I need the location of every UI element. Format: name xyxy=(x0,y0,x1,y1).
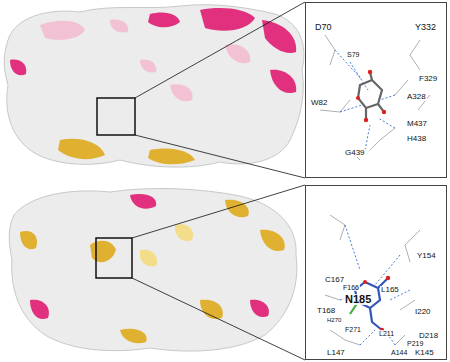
binding-site xyxy=(325,215,420,345)
residue-label: F271 xyxy=(344,326,362,333)
zoom-inset: Y154C167F166 L165N185T168H270F271 I220D218… xyxy=(305,185,447,360)
residue-label: F329 xyxy=(418,75,438,83)
residue-label: M437 xyxy=(406,120,428,128)
residue-label: C167 xyxy=(324,276,345,284)
protein-surface xyxy=(9,189,297,352)
residue-label: L147 xyxy=(326,349,346,357)
residue-label: P219 xyxy=(406,340,424,347)
residue-label: Y332 xyxy=(414,23,437,32)
residue-label: L165 xyxy=(380,286,400,294)
residue-label: F166 xyxy=(342,284,360,291)
residue-label: H270 xyxy=(326,317,342,323)
residue-label: G439 xyxy=(344,149,366,157)
binding-site xyxy=(320,35,430,160)
zoom-inset: D70 Y332S79F329A328W82M437H438G439 xyxy=(305,2,447,178)
residue-label: K145 xyxy=(414,349,435,357)
residue-label: D218 xyxy=(418,332,439,340)
residue-label: A328 xyxy=(406,93,427,101)
residue-label: W82 xyxy=(310,99,328,107)
residue-label: D70 xyxy=(314,23,333,32)
residue-label: Y154 xyxy=(416,252,437,260)
zoom-callout xyxy=(96,2,305,360)
residue-label: H438 xyxy=(406,135,427,143)
residue-label: S79 xyxy=(346,51,360,58)
residue-label: L211 xyxy=(378,330,395,337)
residue-label: A144 xyxy=(390,349,408,356)
protein-surface xyxy=(4,5,304,167)
residue-label: I220 xyxy=(414,308,432,316)
residue-label: T168 xyxy=(316,307,336,315)
residue-label: N185 xyxy=(344,294,372,305)
